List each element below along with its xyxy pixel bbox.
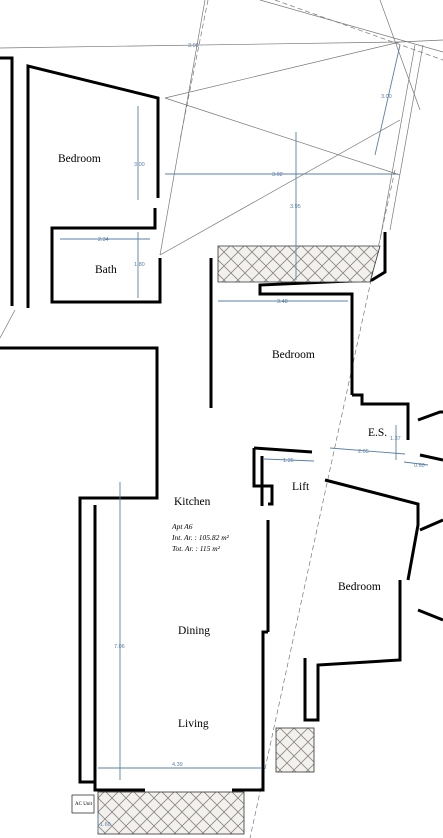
dim-label: 3.00 xyxy=(188,43,199,49)
dim-label: 1.35 xyxy=(283,458,294,464)
dim-label: 2.34 xyxy=(98,237,109,243)
walls xyxy=(0,56,443,792)
apartment-internal-area: Int. Ar. : 105.82 m² xyxy=(171,533,230,542)
dim-label: 3.95 xyxy=(290,204,301,210)
room-label-es: E.S. xyxy=(368,427,387,439)
dimension-labels: 3.00 3.00 3.02 3.00 3.95 2.34 1.80 3.48 … xyxy=(75,43,425,828)
dim-label: 1.37 xyxy=(390,436,401,442)
dim-label: 3.00 xyxy=(134,162,145,168)
dim-label: 2.05 xyxy=(358,449,369,455)
dim-label: 4.39 xyxy=(172,762,183,768)
dimension-lines xyxy=(60,44,429,832)
room-label-living: Living xyxy=(178,718,209,730)
ac-unit-box xyxy=(71,794,95,814)
room-label-bath: Bath xyxy=(95,264,117,276)
balcony-hatch-bottom xyxy=(97,791,245,835)
room-label-lift: Lift xyxy=(292,481,310,493)
apartment-name: Apt A6 xyxy=(171,522,193,531)
dim-label: 0.60 xyxy=(414,463,425,469)
room-label-bedroom-1: Bedroom xyxy=(58,153,101,165)
ac-unit-label: AC Unit xyxy=(75,802,93,807)
room-labels: Bedroom Bath Bedroom E.S. Lift Kitchen B… xyxy=(58,153,387,730)
balcony-hatch-upper xyxy=(217,245,381,283)
dim-label: 7.06 xyxy=(114,644,125,650)
dim-label: 3.48 xyxy=(277,299,288,305)
dim-label: 3.02 xyxy=(272,172,283,178)
room-label-kitchen: Kitchen xyxy=(174,496,211,508)
room-label-bedroom-3: Bedroom xyxy=(338,581,381,593)
room-label-dining: Dining xyxy=(178,625,210,637)
dim-label: 1.60 xyxy=(100,822,111,828)
dim-label: 1.80 xyxy=(134,262,145,268)
room-label-bedroom-2: Bedroom xyxy=(272,349,315,361)
dim-label: 3.00 xyxy=(381,94,392,100)
apartment-info: Apt A6 Int. Ar. : 105.82 m² Tot. Ar. : 1… xyxy=(171,522,230,553)
balcony-hatch-right xyxy=(275,727,315,773)
apartment-total-area: Tot. Ar. : 115 m² xyxy=(172,544,221,553)
